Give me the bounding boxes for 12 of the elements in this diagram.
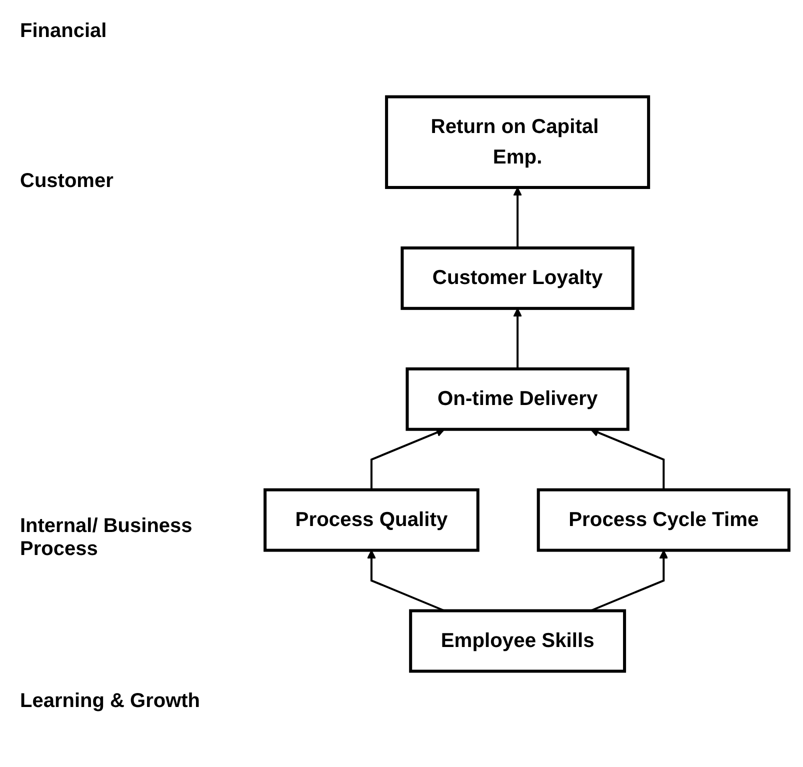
node-box: Return on Capital Emp. <box>384 94 650 188</box>
row-label: Internal/ Business Process <box>20 515 194 561</box>
node-box: Process Quality <box>263 488 479 552</box>
arrow <box>512 186 522 248</box>
node-box: Process Cycle Time <box>536 488 790 552</box>
node-box: Customer Loyalty <box>400 246 634 310</box>
node-box: Employee Skills <box>408 608 626 672</box>
arrow <box>512 308 522 368</box>
row-label: Financial <box>20 20 108 43</box>
node-box: On-time Delivery <box>405 366 629 430</box>
row-label: Customer <box>20 170 114 193</box>
row-label: Learning & Growth <box>20 690 201 713</box>
